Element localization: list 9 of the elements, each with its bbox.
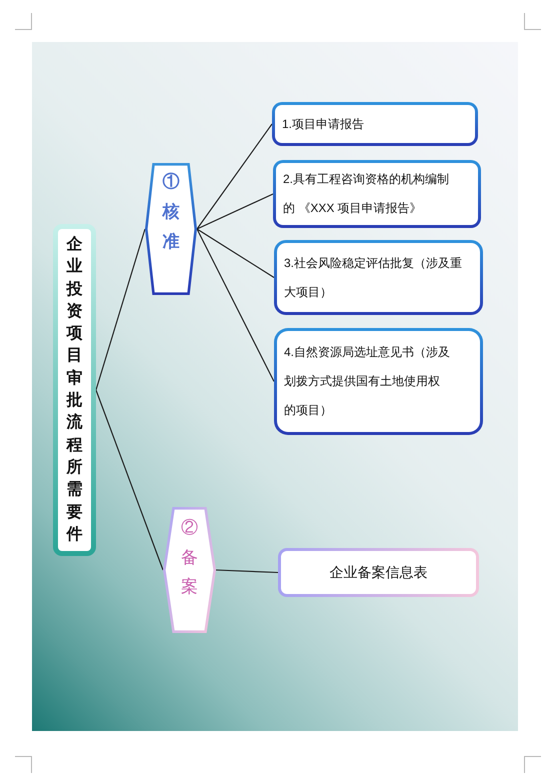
hexagon-node: ②备案 bbox=[163, 507, 216, 633]
connector-line bbox=[196, 228, 274, 278]
connector-line bbox=[196, 228, 274, 382]
connector-line bbox=[216, 569, 278, 574]
connector-line bbox=[196, 124, 272, 230]
item-box: 4.自然资源局选址意见书（涉及划拨方式提供国有土地使用权的项目） bbox=[274, 328, 483, 435]
connector-line bbox=[95, 228, 146, 390]
connector-line bbox=[95, 390, 164, 570]
connector-line bbox=[196, 194, 274, 230]
